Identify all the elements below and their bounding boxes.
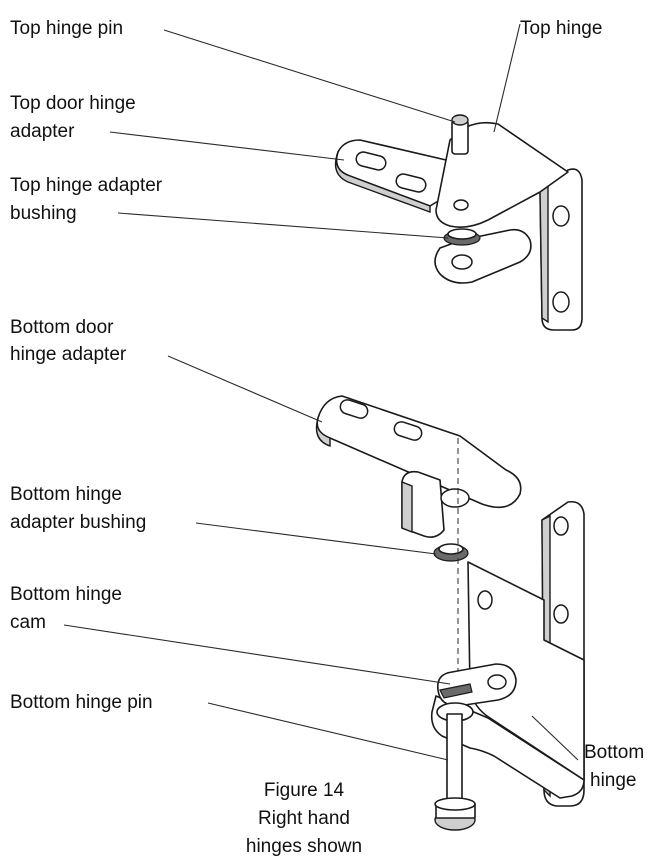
- figure-caption-line2: Right hand: [258, 808, 350, 829]
- bottom-hinge-hole-lower: [553, 604, 569, 624]
- bottom-hinge-base-plate: [430, 695, 585, 799]
- bottom-hinge-pin: [446, 713, 463, 801]
- leader-bottom-hinge-adapter-bushing: [195, 522, 437, 555]
- leader-bottom-hinge-pin: [207, 702, 449, 761]
- top-hinge-hole-lower: [552, 291, 570, 313]
- label-top-door-hinge-adapter-line1: Top door hinge: [10, 93, 136, 114]
- top-hinge-hole-upper: [552, 205, 570, 227]
- leader-top-door-hinge-adapter: [109, 131, 345, 161]
- leader-lines: [63, 23, 579, 761]
- leader-bottom-hinge-cam: [63, 624, 451, 685]
- label-top-hinge-adapter-bushing-line1: Top hinge adapter: [10, 175, 163, 196]
- label-top-hinge: Top hinge: [520, 18, 603, 39]
- leader-top-hinge-pin: [163, 29, 456, 123]
- leader-bottom-hinge: [531, 715, 579, 761]
- top-adapter-slot-2: [395, 173, 427, 193]
- leader-top-hinge-adapter-bushing: [117, 212, 449, 239]
- bottom-adapter-slot-1: [339, 399, 369, 419]
- label-top-hinge-adapter-bushing-line2: bushing: [10, 203, 77, 224]
- label-bottom-hinge-adapter-bushing-line1: Bottom hinge: [10, 484, 122, 505]
- label-bottom-hinge-line2: hinge: [590, 770, 637, 791]
- figure-caption-line3: hinges shown: [245, 836, 363, 857]
- label-bottom-hinge-pin: Bottom hinge pin: [10, 692, 153, 713]
- leader-bottom-door-hinge-adapter: [167, 355, 323, 423]
- label-bottom-hinge-cam-line1: Bottom hinge: [10, 584, 122, 605]
- label-top-door-hinge-adapter-line2: adapter: [10, 121, 75, 142]
- bottom-adapter-slot-2: [393, 421, 423, 441]
- top-hinge-vertical-plate: [539, 168, 583, 331]
- bottom-hinge-hole-upper: [553, 516, 569, 536]
- label-bottom-door-hinge-adapter-line2: hinge adapter: [10, 344, 127, 365]
- top-hinge-assembly: [334, 114, 583, 331]
- figure-caption-line1: Figure 14: [263, 780, 345, 801]
- top-adapter-slot-1: [355, 151, 387, 171]
- label-bottom-hinge-cam-line2: cam: [10, 612, 46, 633]
- leader-top-hinge: [493, 23, 521, 133]
- label-top-hinge-pin: Top hinge pin: [10, 18, 124, 39]
- label-bottom-hinge-line1: Bottom: [584, 742, 645, 763]
- bottom-hinge-assembly: [315, 395, 585, 831]
- top-hinge-horizontal-plate: [435, 121, 569, 228]
- label-bottom-door-hinge-adapter-line1: Bottom door: [10, 317, 114, 338]
- label-bottom-hinge-adapter-bushing-line2: adapter bushing: [10, 512, 147, 533]
